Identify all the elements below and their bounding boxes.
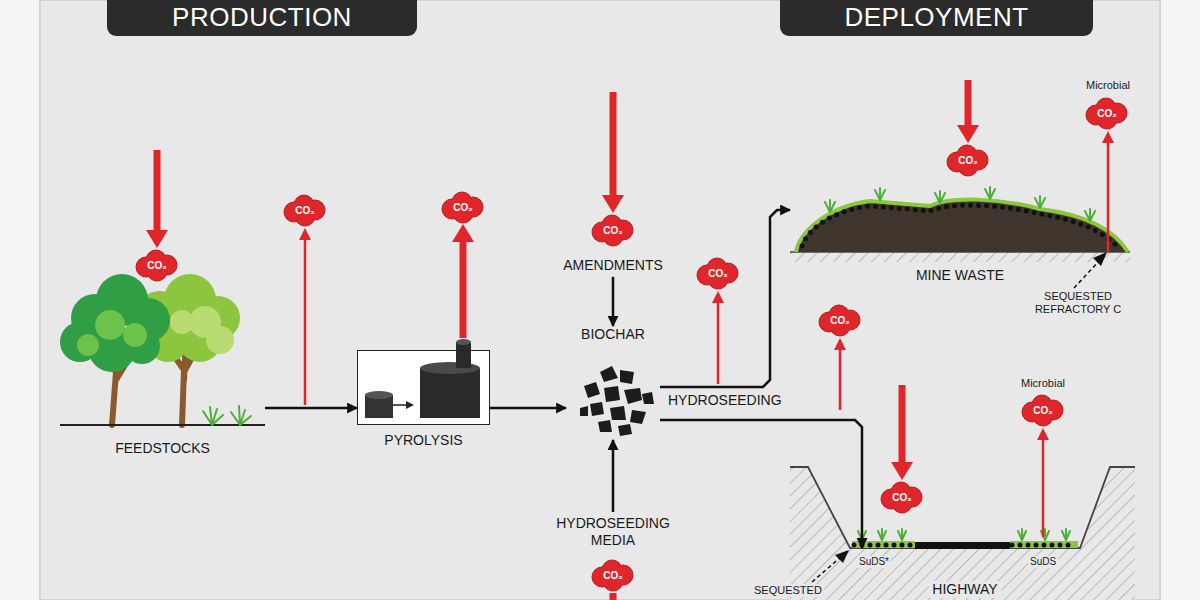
flow-arrow [660, 420, 862, 548]
trees [60, 274, 265, 425]
co2-cloud: CO₂ [590, 213, 636, 247]
co2-label: CO₂ [147, 258, 166, 272]
flux-label: Microbial [1015, 377, 1071, 390]
node-label: HYDROSEEDING MEDIA [543, 515, 684, 549]
node-label: HIGHWAY [929, 581, 1000, 598]
flow-arrow [660, 210, 790, 387]
co2-label: CO₂ [453, 200, 472, 214]
section-title: PRODUCTION [172, 2, 352, 33]
co2-cloud: CO₂ [1084, 96, 1130, 130]
node-label: PYROLYSIS [338, 432, 509, 449]
co2-cloud: CO₂ [590, 558, 636, 592]
co2-label: CO₂ [603, 568, 622, 582]
flux-label: Microbial [1080, 79, 1136, 92]
co2-label: CO₂ [1033, 403, 1052, 417]
flow-arrow [612, 277, 615, 326]
section-title: DEPLOYMENT [844, 2, 1028, 33]
co2-cloud: CO₂ [134, 248, 180, 282]
feedstock-node: FEEDSTOCKS [60, 285, 265, 457]
co2-label: CO₂ [708, 266, 727, 280]
co2-flux-head [146, 125, 1114, 480]
co2-label: CO₂ [958, 153, 977, 167]
co2-label: CO₂ [295, 203, 314, 217]
zone-label: SuDS [1028, 556, 1058, 568]
input-label: HYDROSEEDING MEDIA [543, 515, 684, 549]
product-node: BIOCHAR [566, 326, 660, 440]
callout-label: SEQUESTED REFRACTORY C [1028, 290, 1128, 315]
co2-cloud: CO₂ [282, 193, 328, 227]
mine-waste-mound [790, 187, 1130, 262]
input-label: AMENDMENTS [560, 257, 666, 274]
process-label: HYDROSEEDING [668, 392, 782, 408]
node-label: FEEDSTOCKS [112, 440, 213, 457]
co2-label: CO₂ [830, 313, 849, 327]
co2-flux-arrow [157, 80, 1108, 600]
co2-label: CO₂ [1097, 106, 1116, 120]
biochar-pile [580, 366, 654, 436]
process-box: PYROLYSIS [357, 350, 490, 425]
node-label: BIOCHAR [578, 326, 648, 343]
co2-cloud: CO₂ [817, 303, 863, 337]
node-label: AMENDMENTS [560, 257, 666, 274]
deployment-site: MINE WASTE [790, 190, 1130, 284]
co2-cloud: CO₂ [695, 256, 741, 290]
node-label: MINE WASTE [913, 267, 1007, 284]
co2-label: CO₂ [603, 223, 622, 237]
pyrolysis-unit [357, 339, 490, 425]
callout-label: SEQUESTED [752, 584, 824, 597]
section-header: DEPLOYMENT [780, 0, 1093, 36]
highway-section [790, 467, 1135, 600]
zone-label: SuDS* [857, 556, 891, 568]
co2-cloud: CO₂ [1020, 393, 1066, 427]
flow-arrow [265, 407, 357, 410]
co2-label: CO₂ [892, 490, 911, 504]
co2-cloud: CO₂ [440, 190, 486, 224]
panel [40, 0, 1160, 600]
flow-arrow [612, 440, 615, 512]
co2-cloud: CO₂ [945, 143, 991, 177]
section-header: PRODUCTION [107, 0, 417, 36]
flow-arrow [490, 407, 566, 410]
co2-cloud: CO₂ [879, 480, 925, 514]
